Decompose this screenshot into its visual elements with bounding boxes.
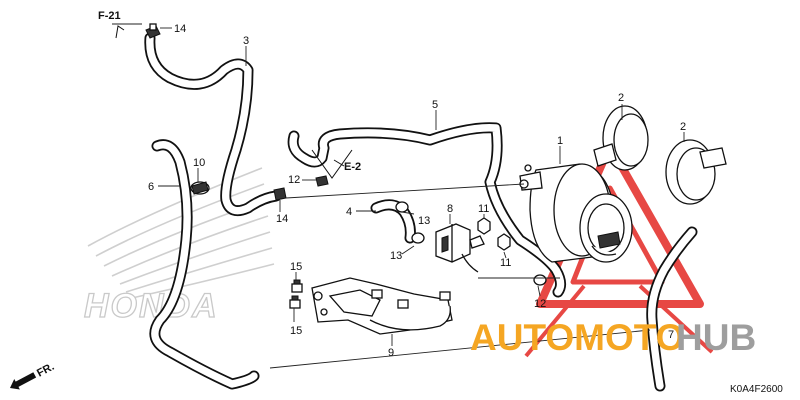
nut-11-top — [477, 217, 491, 235]
hose-3 — [144, 32, 282, 217]
hose-6 — [149, 139, 260, 390]
hose-7 — [646, 226, 698, 392]
callout-3: 3 — [243, 35, 249, 47]
callout-13a: 13 — [418, 215, 430, 227]
callout-8: 8 — [447, 203, 453, 215]
canister-1 — [519, 163, 633, 263]
callout-12a: 12 — [288, 174, 300, 186]
callout-5: 5 — [432, 99, 438, 111]
clip-13-bottom — [411, 232, 425, 244]
watermark-text-automoto: AUTOMOTO — [470, 317, 684, 358]
band-2-right — [665, 139, 727, 205]
ref-e2: E-2 — [311, 149, 361, 179]
callout-6: 6 — [148, 181, 154, 193]
clip-12-top — [315, 175, 329, 187]
clip-14-top — [145, 23, 161, 39]
callout-1: 1 — [557, 135, 563, 147]
watermark-text-hub: HUB — [676, 317, 756, 358]
clamp-10 — [190, 181, 210, 195]
bracket-bolts — [371, 289, 451, 309]
leader-lines — [158, 27, 685, 369]
callout-11b: 11 — [500, 257, 511, 269]
callout-2a: 2 — [618, 92, 624, 104]
honda-wing-logo: HONDA — [83, 167, 275, 326]
ref-e2-label: E-2 — [344, 161, 361, 173]
watermark: AUTOMOTO HUB — [470, 317, 756, 358]
callout-13b: 13 — [390, 250, 402, 262]
bolt-15-bottom — [289, 295, 301, 309]
hardware — [145, 23, 547, 309]
callout-2b: 2 — [680, 121, 686, 133]
canister-cap — [579, 193, 633, 263]
ref-f21: F-21 — [98, 10, 142, 39]
callout-7: 7 — [668, 329, 674, 341]
callout-15b: 15 — [290, 325, 302, 337]
callout-10: 10 — [193, 157, 205, 169]
callout-14b: 14 — [276, 213, 288, 225]
band-2-left — [593, 105, 649, 171]
solenoid-valve-8 — [435, 223, 485, 273]
bracket-9 — [311, 277, 453, 335]
callout-4: 4 — [346, 206, 352, 218]
ref-f21-label: F-21 — [98, 10, 121, 22]
clip-13-top — [395, 201, 409, 213]
callout-15a: 15 — [290, 261, 302, 273]
callout-11a: 11 — [478, 203, 489, 215]
clip-12-bottom — [533, 274, 547, 286]
callout-12b: 12 — [534, 298, 546, 310]
direction-label: FR. — [35, 361, 56, 380]
front-direction-arrow: FR. — [10, 361, 56, 390]
callout-9: 9 — [388, 347, 394, 359]
clip-14-mid — [273, 187, 287, 201]
hose-5 — [287, 122, 567, 298]
nut-11-bottom — [497, 233, 511, 251]
callout-14a: 14 — [174, 23, 186, 35]
bolt-15-top — [291, 279, 303, 293]
callouts: 14 3 5 1 2 2 6 10 14 12 4 13 13 8 11 11 … — [148, 23, 686, 359]
diagram-code: K0A4F2600 — [730, 384, 783, 395]
honda-logo-text: HONDA — [84, 287, 219, 325]
